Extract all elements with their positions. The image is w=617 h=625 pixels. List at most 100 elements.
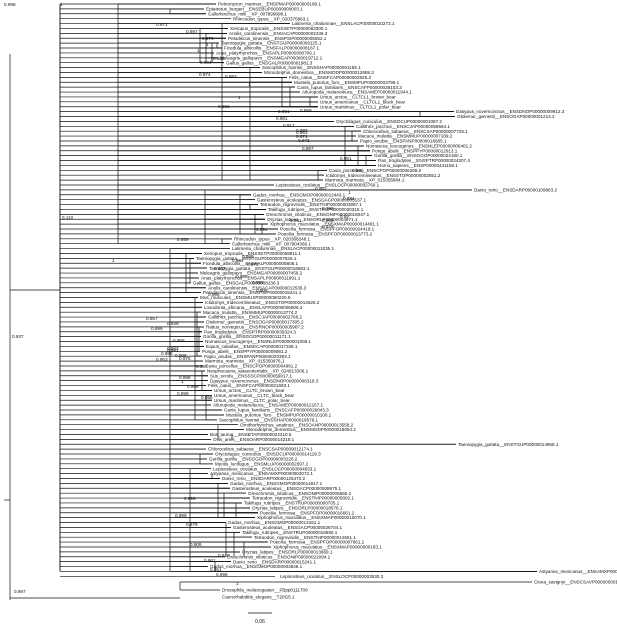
support-value-label: 1	[348, 190, 351, 195]
support-value-label: 1	[248, 82, 251, 87]
support-value-label: 0.996	[201, 395, 213, 400]
support-value-label: 0.999	[322, 206, 334, 211]
tree-leaf-label: Xiphophorus_maculatus__ENSXMAP0000001446…	[270, 222, 379, 227]
tree-leaf-label: Poecilia_formosa__ENSPFOP00000007661.1	[270, 540, 365, 545]
support-value-label: 0.961	[290, 218, 302, 223]
tree-leaf-label: Pelodiscus_sinensis__ENSPSIP00000015241.…	[203, 290, 302, 295]
tree-leaf-label: Ictidomys_tridecemlineatus__ENSSTOP00000…	[205, 300, 320, 305]
tree-leaf-label: Nomascus_leucogenys__ENSNLEP00000001008.…	[205, 339, 311, 344]
tree-leaf-label: Otolemur_garnettii__ENSOGAP00000017305.2	[206, 320, 304, 325]
tree-leaf-label: Eptatretus_burgeri__ENSEBUP00000000003.1	[206, 6, 303, 11]
tree-leaf-label: Oryzias_latipes__ENSORLP00000018578.1	[252, 505, 343, 510]
tree-leaf-label: Pan_troglodytes__ENSPTRP00000039324.3	[204, 329, 296, 334]
support-value-label: 0.931	[218, 104, 230, 109]
support-value-label: 0.999	[187, 384, 199, 389]
tree-leaf-label: Equus_caballus__ENSECAP00000017336.1	[206, 344, 298, 349]
support-value-label: 0.999	[177, 391, 189, 396]
support-value-label: 0.957	[146, 316, 158, 321]
tree-leaf-label: Cavia_porcellus__ENSCPOP00000004961.2	[205, 364, 298, 369]
support-value-label: 0.998	[4, 2, 16, 7]
tree-leaf-label: Caenorhabditis_elegans__T20G5.1	[222, 595, 295, 600]
tree-leaf-label: Xiphophorus_maculatus__ENSXMAP0000000018…	[273, 545, 382, 550]
support-value-label: 0.995	[208, 292, 220, 297]
tree-leaf-label: Takifugu_rubripes__ENSTRUP00000018580.1	[242, 530, 338, 535]
support-value-label: 1	[206, 42, 209, 47]
tree-labels: Petromyzon_marinus__ENSPMAP00000000188.1…	[193, 2, 617, 600]
tree-leaf-label: Macaca_mulatta__ENSMMUP00000013774.2	[203, 310, 298, 315]
support-value-label: 0.975	[179, 356, 191, 361]
tree-leaf-label: Gorilla_gorilla__ENSGGOP00000011171.1	[203, 334, 291, 339]
tree-leaf-label: Gadus_morhua__ENSGMOP00000003848.1	[210, 564, 303, 569]
support-value-label: 0.998	[216, 572, 228, 577]
scale-bar: 0.06	[248, 612, 272, 625]
support-value-label: 0.989	[296, 128, 308, 133]
tree-leaf-label: Gasterosteus_aculeatus__ENSGACP000000267…	[233, 525, 342, 530]
tree-leaf-label: Papio_anubis__ENSPANP00000020393.1	[204, 354, 291, 359]
tree-leaf-label: Sus_scrofa__ENSSSCP00000059017.1	[210, 373, 292, 378]
tree-leaf-label: Gadus_morhua__ENSGMOP00000014817.1	[230, 481, 323, 486]
tree-leaf-label: Petromyzon_marinus__ENSPMAP00000000188.1	[218, 2, 321, 7]
support-value-label: 1	[181, 379, 184, 384]
tree-leaf-label: Oreochromis_niloticus__ENSONIP0000001804…	[266, 212, 370, 217]
tree-leaf-label: Ciona_savignyi__ENSCSAVP00000000180.1	[534, 580, 617, 585]
tree-leaf-label: Oryzias_latipes__ENSORLP00000004971.1	[267, 217, 358, 222]
support-value-label: 0.999	[252, 280, 264, 285]
tree-leaf-label: Danio_rerio__ENSDARP00000109883.2	[474, 187, 557, 192]
tree-leaf-label: Gadus_morhua__ENSGMOP00000012443.1	[253, 192, 346, 197]
tree-leaf-label: Oreochromis_niloticus__ENSONIP0000000666…	[248, 491, 352, 496]
support-value-label: 0.957	[196, 364, 208, 369]
tree-leaf-label: Drosophila_melanogaster__FBpp0111709	[222, 588, 308, 593]
tree-leaf-label: Mustela_putorius_furo__ENSMPUP0000001010…	[226, 413, 332, 418]
tree-leaf-label: Danio_rerio__ENSDARP00000125470.2	[222, 476, 305, 481]
tree-leaf-label: Mus_musculus__ENSMUSP00000050220.9	[200, 295, 291, 300]
tree-leaf-label: Tetraodon_nigroviridis__ENSTNIP000000058…	[252, 496, 354, 501]
scale-bar-label: 0.06	[255, 619, 265, 625]
tree-leaf-label: Monodelphis_domestica__ENSMODP0000001805…	[246, 427, 356, 432]
support-value-label: 0.110	[62, 215, 74, 220]
tree-leaf-label: Rattus_norvegicus__ENSRNOP00000005987.2	[206, 324, 304, 329]
support-value-label: 0.976	[202, 36, 214, 41]
tree-leaf-label: Dasypus_novemcinctus__ENSDNOP00000009912…	[456, 109, 565, 114]
support-value-label: 1	[197, 48, 200, 53]
tree-leaf-label: Papio_anubis__ENSPANP00000016685.1	[360, 139, 447, 144]
tree-leaf-label: Ursus_arctos__CLTCL1_brown_bear	[320, 95, 396, 100]
tree-leaf-label: Nomascus_leucogenys__ENSNLEP00000006401.…	[366, 143, 472, 148]
tree-leaf-label: Ursus_maritimus__CLTCL1_polar_bear	[320, 104, 401, 109]
tree-leaf-label: Oryctolagus_cuniculus__ENSOCUP0000000108…	[336, 119, 442, 124]
support-value-label: 0.894	[256, 227, 268, 232]
tree-leaf-label: Ornithorhynchus_anatinus__ENSOANP0000001…	[240, 422, 354, 427]
support-value-label: 0.951	[210, 567, 222, 572]
tree-leaf-label: Macaca_mulatta__ENSMMUP00000007189.2	[358, 134, 453, 139]
tree-leaf-label: Takifugu_rubripes__ENSTRUP00000030315.1	[268, 207, 364, 212]
tree-leaf-label: Gorilla_gorilla__ENSGGOP00000003226.2	[209, 457, 298, 462]
support-value-label: 0.957	[214, 266, 226, 271]
tree-leaf-label: Ailuropoda_melanoleuca__ENSAMEP000000121…	[213, 403, 324, 408]
tree-leaf-label: Callithrix_jacchus__ENSCJAP00000058564.1	[356, 124, 450, 129]
tree-leaf-label: Danio_rerio__ENSDARP00000015241.1	[233, 559, 316, 564]
root-support-label: 0.937	[12, 334, 24, 339]
support-value-label: 0.974	[199, 72, 211, 77]
support-value-label: 0.991	[167, 348, 179, 353]
tree-leaf-label: Pongo_abelii__ENSPPYP00000012913.1	[372, 148, 458, 153]
support-value-label: 0.999	[322, 218, 334, 223]
support-value-label: 0.993	[225, 74, 237, 79]
tree-leaf-label: Callorhinchus_milii__XP_007904366.1	[232, 241, 311, 246]
support-value-label: 0.998	[179, 375, 191, 380]
tree-leaf-label: Cavia_porcellus__ENSCPOP00000006266.2	[329, 168, 422, 173]
tree-leaf-label: Bos_taurus__ENSBTAP00000022210.5	[210, 432, 292, 437]
tree-leaf-label: Mustela_putorius_furo__ENSMPUP0000000379…	[294, 80, 400, 85]
support-value-label: 0.989	[213, 56, 225, 61]
tree-leaf-label: Astyanax_mexicanus__ENSAMXP00000002072.1	[210, 471, 313, 476]
tree-leaf-label: Callorhinchus_milii__XP_007899998.1	[208, 11, 287, 16]
tree-leaf-label: Latimeria_chalumnae__ENSLACP00000010273.…	[292, 21, 395, 26]
support-value-label: 0.973	[298, 138, 310, 143]
tree-leaf-label: Felis_catus__ENSFCAP00000021693.1	[208, 383, 290, 388]
tree-leaf-label: Canis_lupus_familiaris__ENSCAFP000000260…	[224, 408, 329, 413]
tree-leaf-label: Anolis_carolinensis__ENSACAP00000002436.…	[229, 31, 328, 36]
support-value-label: 0.999	[352, 168, 364, 173]
support-value-label: 0.979	[186, 522, 198, 527]
tree-leaf-label: Marmota_marmota__XP_015355884.1	[325, 178, 405, 183]
tree-leaf-label: Gorilla_gorilla__ENSGGOP00000024180.1	[374, 153, 463, 158]
support-value-label: 0.904	[200, 60, 212, 65]
